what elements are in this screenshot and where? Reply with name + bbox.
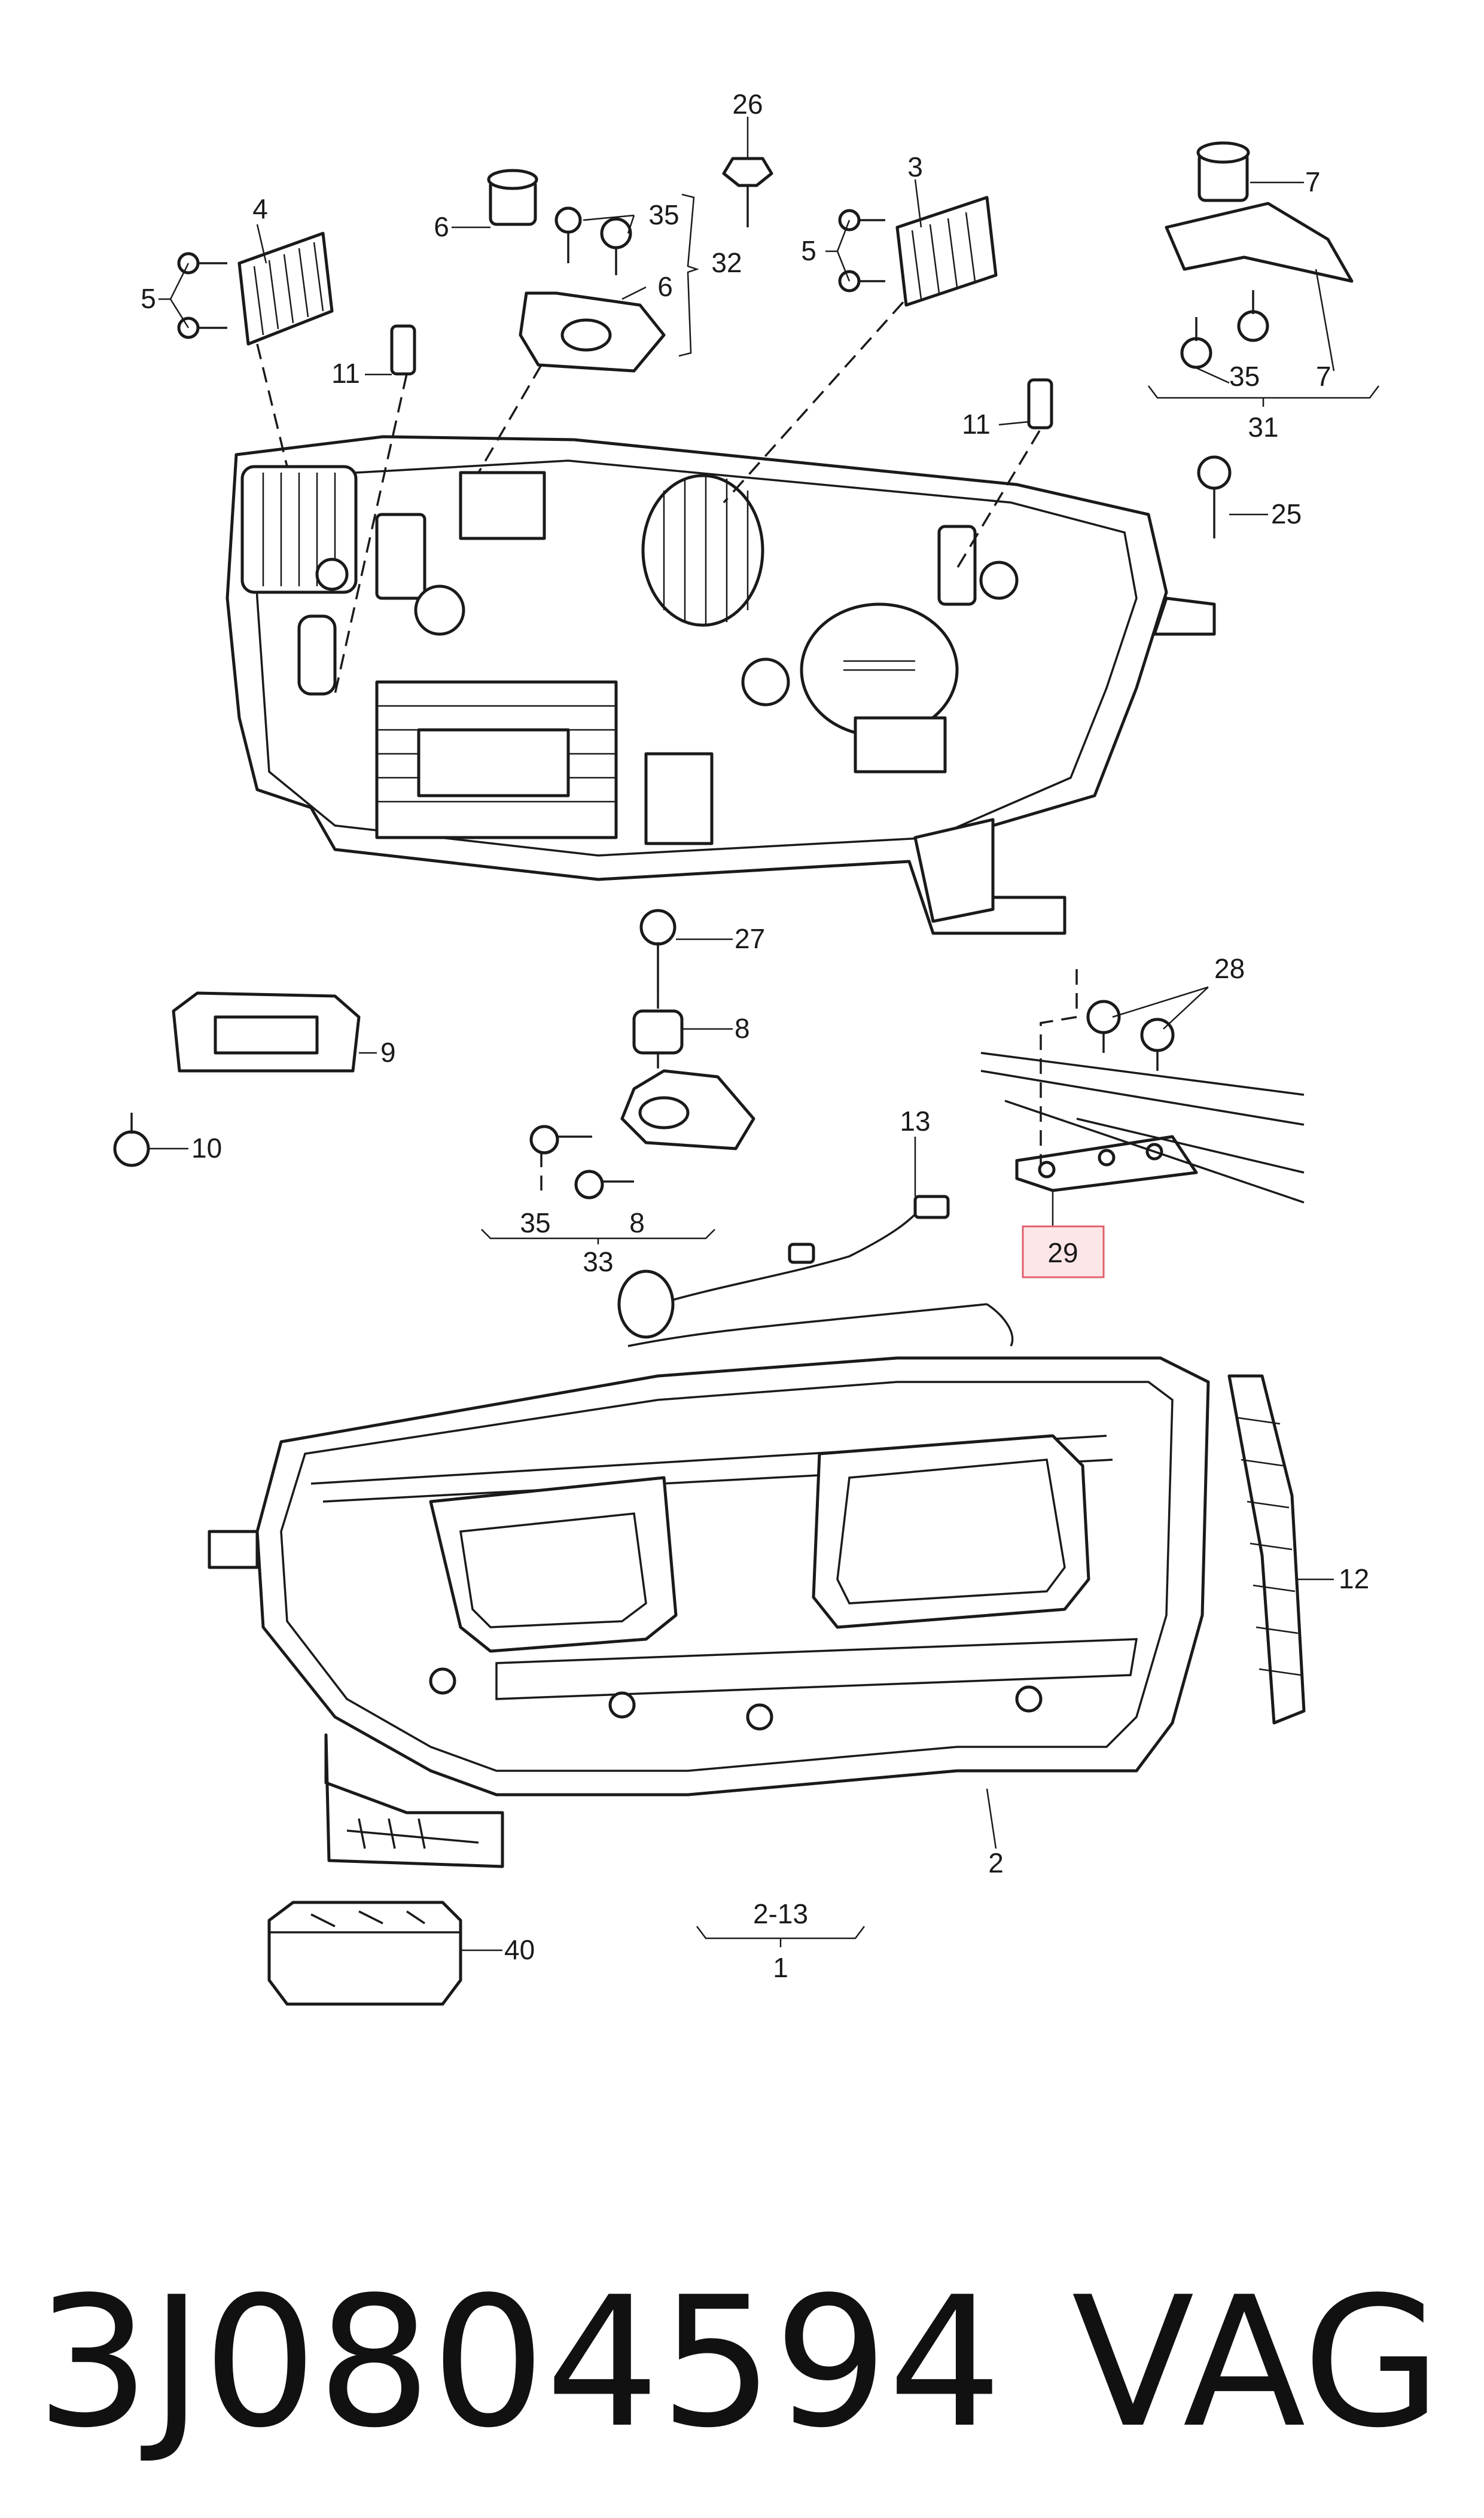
plug-housing (644, 752, 714, 845)
callout-7-bracket: 7 (1316, 361, 1331, 392)
screw-10 (113, 1113, 150, 1167)
callout-40: 40 (504, 1934, 535, 1965)
mounting-plate-29 (1015, 1135, 1198, 1192)
mounting-block (459, 471, 546, 540)
callout-32: 32 (711, 247, 742, 278)
nut-7 (1196, 141, 1250, 202)
callout-29: 29 (1047, 1237, 1078, 1268)
callout-28: 28 (1214, 953, 1245, 984)
side-strip-12 (1227, 1374, 1306, 1725)
screw-35-a (554, 206, 582, 263)
bolt-26 (722, 157, 773, 227)
wiring-harness-13 (617, 1195, 1014, 1347)
callout-2-13: 2-13 (753, 1898, 808, 1929)
callout-9: 9 (380, 1037, 396, 1068)
callout-2: 2 (988, 1847, 1004, 1878)
side-tab (1153, 596, 1216, 636)
highlight-box-29 (1022, 1225, 1105, 1278)
callout-8-nut: 8 (735, 1013, 750, 1044)
boss-right (979, 561, 1019, 600)
screw-5-left-upper (177, 252, 227, 275)
nut-6 (487, 169, 538, 226)
callout-13: 13 (900, 1106, 930, 1137)
callout-5-right: 5 (801, 235, 816, 266)
callout-27: 27 (735, 923, 765, 954)
callout-11-right: 11 (962, 409, 991, 440)
part-number-footer: 3J0804594 VAG (36, 2249, 1459, 2477)
headlight-front (208, 1356, 1210, 1868)
callout-6-top: 6 (434, 211, 449, 242)
cooling-fins-center (641, 474, 764, 627)
brand-name: VAG (1071, 2258, 1442, 2467)
projector-lens-right (812, 1434, 1090, 1629)
part-number: 3J0804594 (36, 2258, 1002, 2467)
heat-sink-4 (237, 232, 334, 346)
screw-8-small (574, 1170, 634, 1199)
ballast-9 (172, 991, 361, 1073)
callout-5-left: 5 (141, 283, 156, 314)
callout-26: 26 (732, 89, 763, 120)
callout-35-lower: 35 (520, 1207, 550, 1238)
screw-35-b (600, 217, 632, 275)
projector-lens-left (429, 1476, 678, 1653)
callout-35-top: 35 (648, 199, 679, 230)
bracket-6 (519, 291, 666, 373)
callout-33: 33 (583, 1246, 613, 1277)
callout-31: 31 (1248, 412, 1278, 443)
grease-pack-40 (267, 1901, 462, 2006)
slot-right (937, 525, 977, 606)
bolt-27 (639, 909, 677, 993)
screw-28-b (1140, 1018, 1175, 1071)
headlight-housing-rear (226, 435, 1216, 935)
clip-11-left (390, 324, 416, 376)
callout-10: 10 (191, 1132, 222, 1164)
boss-small (315, 558, 349, 591)
screw-35-d (1237, 290, 1269, 342)
boss-left (414, 584, 465, 636)
callout-1: 1 (773, 1952, 788, 1983)
callout-6-bracket: 6 (657, 271, 673, 302)
callout-8-bracket: 8 (629, 1207, 645, 1238)
callout-4: 4 (252, 193, 268, 224)
electronics-module (375, 680, 618, 839)
light-strip (495, 1638, 1138, 1700)
screw-35-e (529, 1125, 592, 1155)
connector-slot-left (375, 513, 426, 600)
heat-sink-3 (895, 196, 998, 307)
callout-7-nut: 7 (1305, 166, 1321, 197)
callout-3: 3 (907, 151, 923, 182)
boss-center (741, 657, 790, 707)
screw-5-left-lower (177, 316, 227, 339)
nut-8 (632, 1009, 684, 1055)
lower-bracket (913, 818, 995, 923)
callout-25: 25 (1271, 498, 1302, 529)
mount-pin (208, 1530, 259, 1569)
body-panel (980, 1052, 1305, 1204)
slot-left (297, 614, 337, 696)
bracket-8 (620, 1069, 755, 1150)
bracket-7 (1165, 202, 1354, 283)
clip-11-right (1027, 378, 1053, 430)
callout-35-right: 35 (1229, 361, 1260, 392)
bolt-25 (1197, 455, 1232, 538)
callout-12: 12 (1339, 1563, 1369, 1594)
screw-28-a (1086, 1000, 1121, 1053)
screw-35-c (1180, 317, 1212, 369)
aux-connector (854, 716, 947, 774)
callout-11-left: 11 (331, 358, 360, 389)
